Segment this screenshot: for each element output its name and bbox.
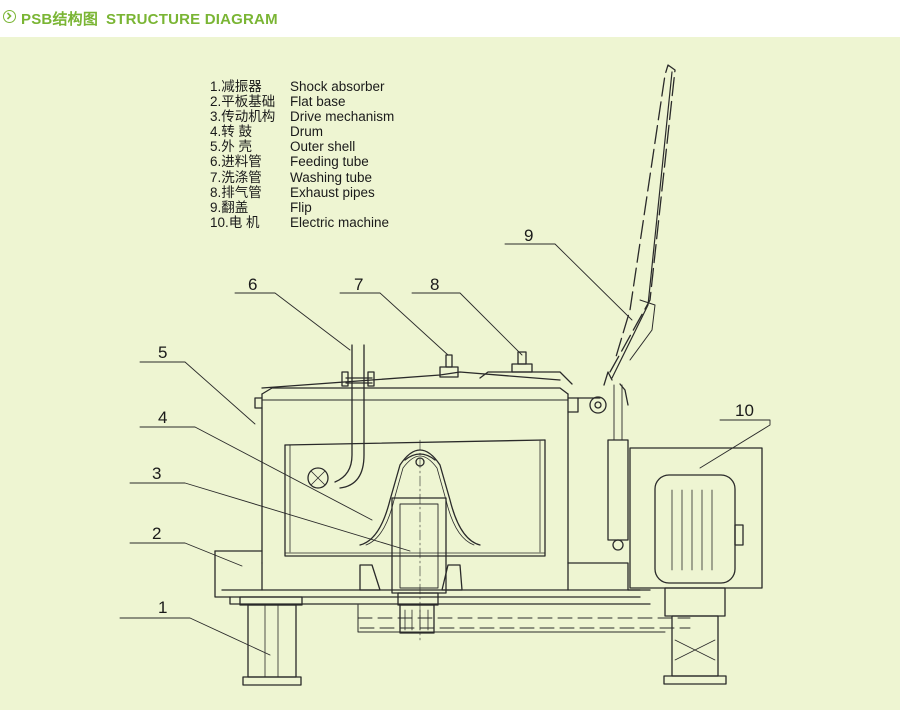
callout-3: 3 [152, 464, 161, 483]
legend-zh: 9.翻盖 [210, 199, 249, 215]
legend-en: Flat base [290, 94, 346, 110]
legend-en: Drum [290, 124, 323, 140]
callout-1: 1 [158, 598, 167, 617]
callout-7: 7 [354, 275, 363, 294]
flat-base [214, 550, 651, 605]
legend-zh: 2.平板基础 [210, 94, 276, 110]
legend-zh: 7.洗涤管 [210, 169, 262, 185]
callout-4: 4 [158, 408, 167, 427]
flip-lid [577, 64, 676, 551]
legend-item: 9.翻盖 Flip [210, 200, 394, 215]
legend-item: 5.外 壳 Outer shell [210, 139, 394, 154]
legend-item: 10.电 机 Electric machine [210, 215, 394, 230]
callout-2: 2 [152, 524, 161, 543]
callout-10: 10 [735, 401, 754, 420]
page-title: PSB结构图 STRUCTURE DIAGRAM [21, 8, 278, 29]
callout-8: 8 [430, 275, 439, 294]
motor [629, 447, 763, 685]
legend-en: Washing tube [290, 169, 373, 185]
legend-en: Exhaust pipes [290, 184, 375, 200]
shock-absorber [239, 596, 303, 686]
legend-zh: 4.转 鼓 [210, 124, 253, 140]
legend-zh: 3.传动机构 [210, 109, 276, 125]
legend-en: Feeding tube [290, 154, 369, 170]
legend-item: 8.排气管 Exhaust pipes [210, 185, 394, 200]
legend-item: 6.进料管 Feeding tube [210, 154, 394, 169]
legend-item: 1.减振器 Shock absorber [210, 79, 394, 94]
legend-en: Drive mechanism [290, 109, 395, 125]
chevron-right-circle-icon [3, 10, 16, 23]
legend-en: Outer shell [290, 139, 356, 155]
legend-zh: 6.进料管 [210, 154, 262, 170]
callout-9: 9 [524, 226, 533, 245]
callout-numbers: 6 7 8 9 5 4 3 2 1 10 [152, 226, 754, 617]
legend-item: 4.转 鼓 Drum [210, 124, 394, 139]
legend-zh: 8.排气管 [210, 184, 262, 200]
legend-zh: 10.电 机 [210, 214, 260, 230]
legend-item: 3.传动机构 Drive mechanism [210, 109, 394, 124]
legend-en: Electric machine [290, 214, 390, 230]
feeding-tube [334, 344, 375, 489]
washing-tube [439, 354, 459, 378]
page-header: PSB结构图 STRUCTURE DIAGRAM [0, 0, 900, 37]
title-en: STRUCTURE DIAGRAM [106, 11, 278, 28]
outer-shell [254, 371, 579, 564]
callout-6: 6 [248, 275, 257, 294]
legend-item: 2.平板基础 Flat base [210, 94, 394, 109]
legend-item: 7.洗涤管 Washing tube [210, 170, 394, 185]
drum [284, 439, 546, 594]
leader-lines [119, 243, 771, 656]
parts-legend: 1.减振器 Shock absorber 2.平板基础 Flat base 3.传动… [210, 79, 394, 230]
legend-en: Flip [290, 199, 312, 215]
legend-zh: 1.减振器 [210, 79, 262, 94]
exhaust-pipes [511, 351, 533, 373]
title-zh: PSB结构图 [21, 11, 99, 28]
legend-en: Shock absorber [290, 79, 385, 94]
legend-zh: 5.外 壳 [210, 139, 253, 155]
callout-5: 5 [158, 343, 167, 362]
drive-mechanism [357, 564, 691, 634]
sight-glass [307, 467, 329, 489]
